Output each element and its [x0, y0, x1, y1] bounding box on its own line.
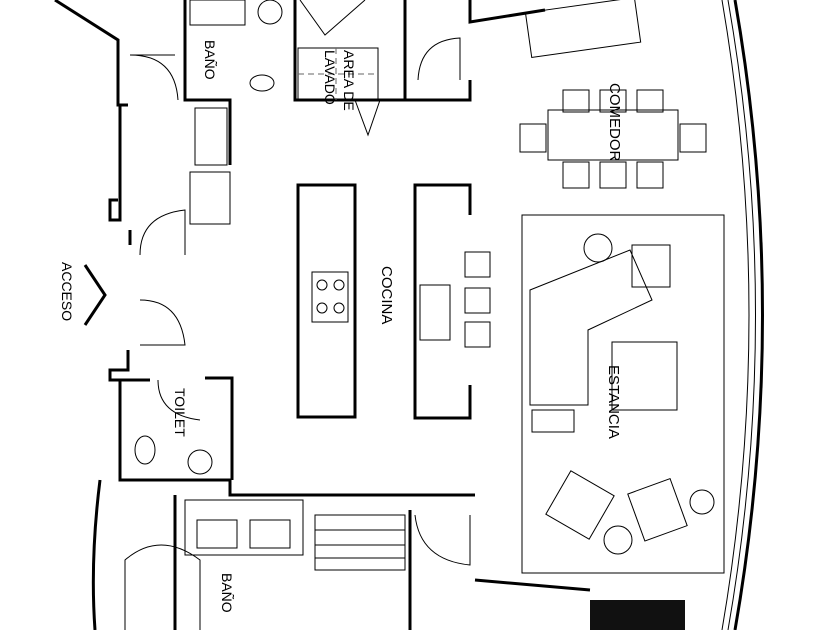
stairs — [314, 514, 406, 571]
lavado-dashes — [298, 48, 378, 100]
wall-top-right — [405, 0, 546, 102]
door-top-right — [417, 37, 461, 81]
label-cocina: COCINA — [378, 266, 395, 325]
stair-top — [299, 0, 366, 36]
dark-stair — [590, 600, 685, 630]
kitchen-counter-left — [296, 183, 357, 419]
stool — [464, 251, 491, 278]
burner — [316, 302, 328, 314]
shower-top — [189, 0, 246, 26]
sideboard — [524, 0, 642, 58]
kitchen-counter-right — [413, 183, 472, 420]
vanity-sink — [196, 519, 238, 549]
lamp-table — [631, 244, 671, 288]
toilet-sink — [187, 449, 213, 475]
toilet-top — [249, 74, 275, 92]
side-table — [531, 409, 575, 433]
vanity — [184, 499, 304, 556]
cabinet-left-2 — [189, 171, 231, 225]
rug — [521, 214, 725, 574]
stove — [311, 271, 349, 323]
door-top-left — [129, 54, 179, 101]
burner — [316, 279, 328, 291]
dining-chairs — [519, 89, 707, 189]
plant — [583, 233, 613, 263]
sofa — [529, 249, 653, 406]
label-acceso: ACCESO — [59, 262, 75, 322]
door-acceso-lower — [139, 299, 186, 346]
lounge-chair — [627, 478, 688, 542]
stool — [464, 321, 491, 348]
wall-toilet — [118, 376, 234, 480]
vanity-sink — [249, 519, 291, 549]
stool — [464, 287, 491, 314]
wall-left-lower — [91, 350, 475, 630]
tub — [124, 544, 201, 630]
cabinet-left — [194, 107, 228, 166]
label-estancia: ESTANCIA — [605, 365, 622, 439]
label-bano-bottom: BAÑO — [219, 573, 235, 613]
label-bano-top: BAÑO — [202, 40, 218, 80]
coffee-table — [611, 341, 678, 411]
burner — [333, 302, 345, 314]
facade-curve-outer — [733, 0, 764, 630]
round-table — [603, 525, 633, 555]
toilet-wc — [134, 435, 156, 465]
label-area-de: AREA DE — [341, 50, 357, 111]
facade-curve-inner2 — [727, 0, 756, 630]
dining-table — [547, 109, 679, 161]
door-bottom-right — [414, 514, 471, 566]
label-comedor: COMEDOR — [606, 83, 623, 162]
lavado-arrow — [354, 99, 381, 137]
facade-curve-inner — [721, 0, 750, 630]
round-table — [689, 489, 715, 515]
wall-bano-bottom — [173, 495, 591, 630]
door-acceso-upper — [139, 209, 186, 256]
burner — [333, 279, 345, 291]
sink-top — [257, 0, 283, 25]
acceso-marker-icon — [83, 264, 107, 326]
lounge-chair — [545, 470, 615, 540]
label-toilet: TOILET — [172, 388, 188, 437]
label-lavado: LAVADO — [322, 50, 338, 105]
door-toilet — [157, 379, 201, 421]
kitchen-sink — [419, 284, 451, 341]
wall-left-upper — [54, 0, 132, 245]
